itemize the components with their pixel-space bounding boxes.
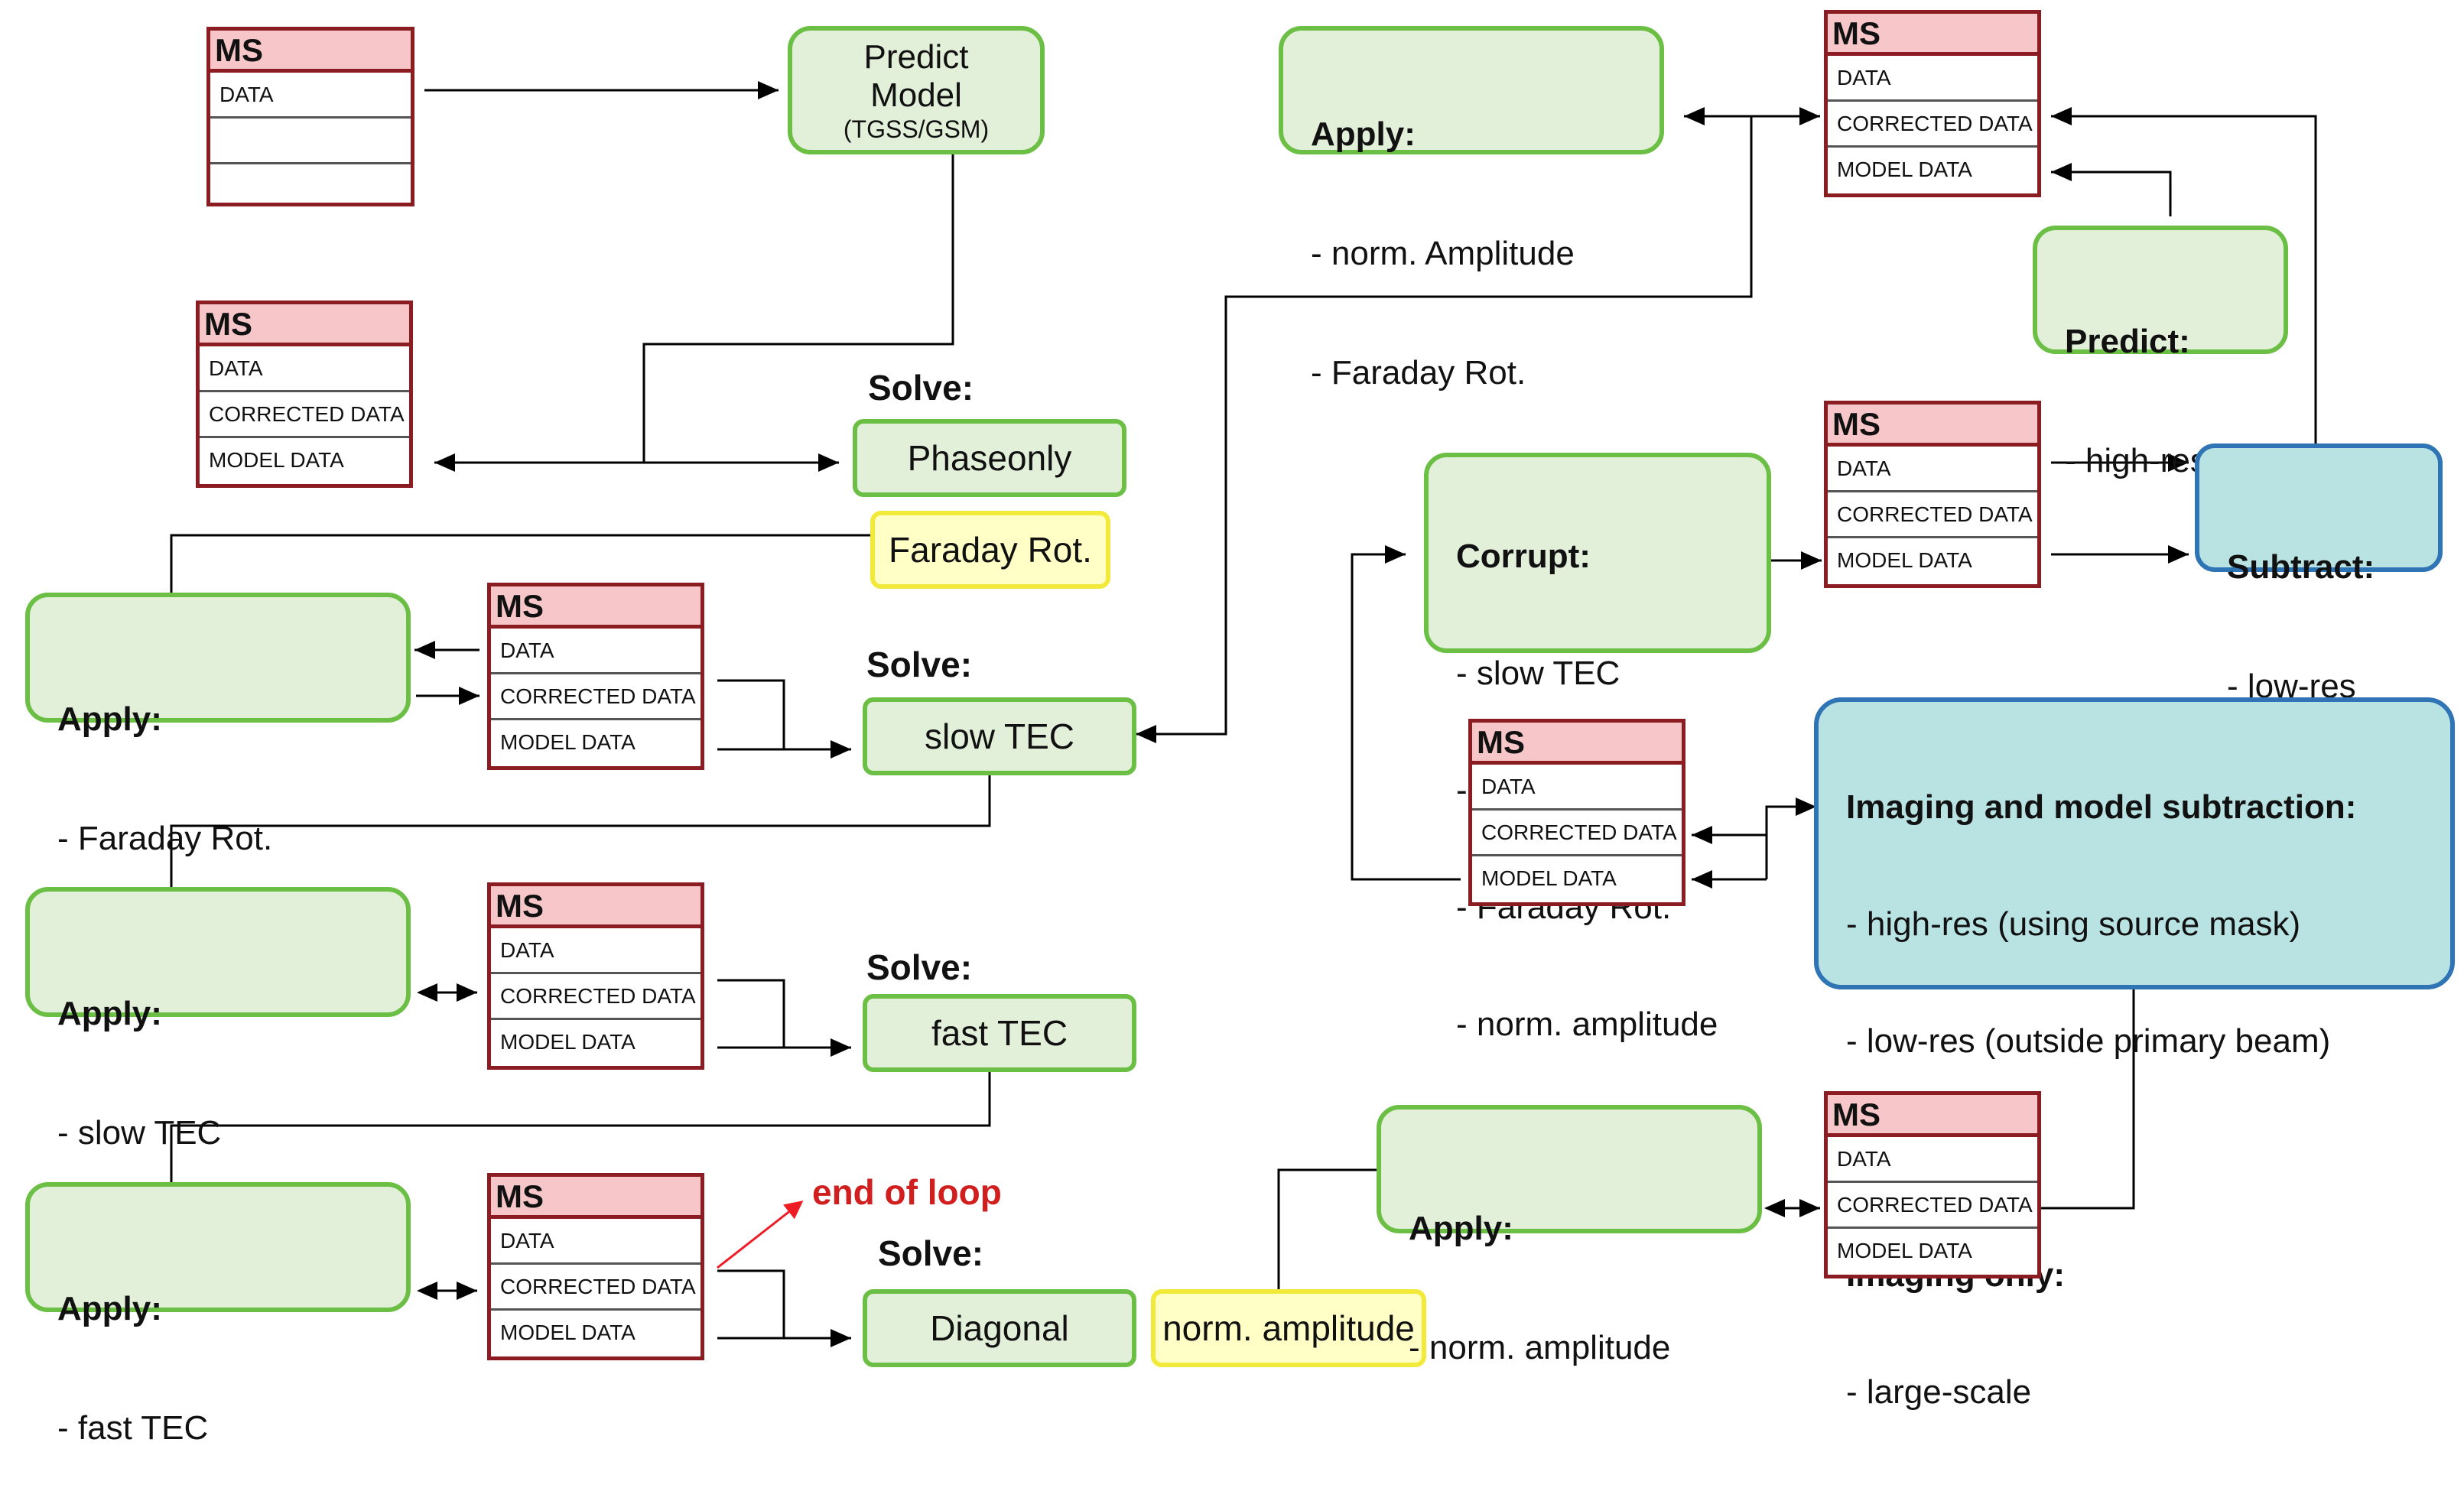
ms-row-corrected: CORRECTED DATA	[1828, 1183, 2037, 1229]
predict-highres-box: Predict: - high-res	[2033, 226, 2288, 479]
ms-title: MS	[491, 586, 701, 629]
ms-row-data: DATA	[1828, 447, 2037, 492]
ms-row-model: MODEL DATA	[500, 1030, 636, 1054]
predict-model-line1: Predict	[863, 38, 969, 76]
apply-label: Apply:	[1311, 115, 1416, 153]
ms-table-3: MS DATA CORRECTED DATA MODEL DATA	[487, 583, 704, 770]
apply-slow-tec-box: Apply: - slow TEC	[25, 887, 411, 1152]
ms-row-model: MODEL DATA	[500, 1321, 636, 1344]
ms-table-input: MS DATA	[206, 27, 414, 206]
ms-title: MS	[1472, 723, 1682, 765]
ms-table-5: MS DATA CORRECTED DATA MODEL DATA	[487, 1173, 704, 1360]
end-of-loop-label: end of loop	[812, 1172, 1002, 1212]
solve-diagonal-box: Diagonal	[863, 1289, 1136, 1367]
imaging-title: Imaging and model subtraction:	[1846, 788, 2357, 826]
ms-row-model: MODEL DATA	[1837, 1239, 1972, 1262]
ms-table-4: MS DATA CORRECTED DATA MODEL DATA	[487, 882, 704, 1070]
solve-label-diagonal: Solve:	[878, 1233, 984, 1273]
apply-faraday-line: - Faraday Rot.	[57, 820, 273, 857]
ms-row-empty	[210, 119, 411, 164]
ms-title: MS	[1828, 1095, 2037, 1137]
imaging-box: Imaging and model subtraction: - high-re…	[1814, 697, 2455, 1411]
ms-table-bottom-right: MS DATA CORRECTED DATA MODEL DATA	[1824, 1091, 2041, 1278]
ms-row-data: DATA	[491, 629, 701, 674]
predict-highres-line: - high-res	[2065, 442, 2207, 479]
imaging-line-highres: - high-res (using source mask)	[1846, 905, 2301, 943]
corrupt-line-norm-amp: - norm. amplitude	[1456, 1006, 1718, 1043]
ms-row-corrected: CORRECTED DATA	[1828, 492, 2037, 538]
apply-norm-amp-line: - norm. amplitude	[1409, 1329, 1671, 1366]
ms-title: MS	[1828, 14, 2037, 56]
connector-lines	[170, 81, 2317, 1347]
ms-table-imaging: MS DATA CORRECTED DATA MODEL DATA	[1468, 719, 1685, 906]
corrupt-title: Corrupt:	[1456, 538, 1591, 575]
solve-label-slow-tec: Solve:	[866, 645, 973, 684]
solve-fast-tec-box: fast TEC	[863, 994, 1136, 1072]
predict-model-line2: Model	[870, 76, 962, 114]
ms-row-data: DATA	[1828, 56, 2037, 102]
ms-row-corrected: CORRECTED DATA	[1472, 811, 1682, 856]
solve-slow-tec-box: slow TEC	[863, 697, 1136, 775]
ms-row-data: DATA	[491, 1219, 701, 1265]
subtract-box: Subtract: - low-res	[2195, 443, 2443, 705]
imaging-line-largescale: - large-scale	[1846, 1373, 2032, 1411]
ms-title: MS	[491, 1177, 701, 1219]
ms-title: MS	[210, 31, 411, 73]
apply-faraday-box: Apply: - Faraday Rot.	[25, 593, 411, 857]
ms-row-corrected: CORRECTED DATA	[491, 974, 701, 1020]
corrupt-line-slow-tec: - slow TEC	[1456, 655, 1620, 692]
ms-title: MS	[200, 304, 409, 346]
apply-norm-amp-box: Apply: - norm. amplitude	[1377, 1105, 1762, 1366]
predict-model-line3: (TGSS/GSM)	[843, 115, 990, 143]
apply-top-line1: - norm. Amplitude	[1311, 235, 1575, 272]
ms-row-data: DATA	[1472, 765, 1682, 811]
ms-row-data: DATA	[210, 73, 411, 119]
ms-row-corrected: CORRECTED DATA	[200, 392, 409, 438]
ms-row-model: MODEL DATA	[1837, 548, 1972, 572]
ms-table-2: MS DATA CORRECTED DATA MODEL DATA	[196, 301, 413, 488]
apply-label: Apply:	[57, 995, 162, 1032]
predict-model-box: Predict Model (TGSS/GSM)	[788, 26, 1045, 154]
ms-row-corrected: CORRECTED DATA	[491, 1265, 701, 1311]
ms-row-model: MODEL DATA	[1837, 158, 1972, 181]
subtract-title: Subtract:	[2227, 548, 2375, 586]
ms-row-model: MODEL DATA	[500, 730, 636, 754]
corrupt-box: Corrupt: - slow TEC - fast TEC - Faraday…	[1424, 453, 1771, 1043]
ms-title: MS	[491, 886, 701, 928]
constraint-norm-amplitude: norm. amplitude	[1151, 1289, 1426, 1367]
ms-row-empty	[210, 164, 411, 210]
apply-label: Apply:	[57, 1290, 162, 1327]
solve-label-fast-tec: Solve:	[866, 947, 973, 987]
ms-row-data: DATA	[200, 346, 409, 392]
apply-slow-tec-line: - slow TEC	[57, 1114, 222, 1152]
ms-table-top-right: MS DATA CORRECTED DATA MODEL DATA	[1824, 10, 2041, 197]
apply-top-line2: - Faraday Rot.	[1311, 354, 1526, 391]
constraint-faraday: Faraday Rot.	[870, 511, 1110, 589]
predict-highres-title: Predict:	[2065, 323, 2190, 360]
apply-fast-tec-line: - fast TEC	[57, 1409, 209, 1447]
ms-title: MS	[1828, 404, 2037, 447]
ms-table-corrupt: MS DATA CORRECTED DATA MODEL DATA	[1824, 401, 2041, 588]
imaging-line-lowres: - low-res (outside primary beam)	[1846, 1022, 2331, 1060]
apply-top-box: Apply: - norm. Amplitude - Faraday Rot.	[1279, 26, 1664, 391]
ms-row-data: DATA	[491, 928, 701, 974]
solve-label-phaseonly: Solve:	[868, 368, 974, 408]
ms-row-corrected: CORRECTED DATA	[491, 674, 701, 720]
apply-label: Apply:	[57, 700, 162, 738]
solve-phaseonly-box: Phaseonly	[853, 419, 1126, 497]
ms-row-model: MODEL DATA	[209, 448, 344, 472]
ms-row-corrected: CORRECTED DATA	[1828, 102, 2037, 148]
apply-label: Apply:	[1409, 1210, 1513, 1247]
ms-row-model: MODEL DATA	[1481, 866, 1617, 890]
end-of-loop-arrow	[717, 1200, 804, 1269]
apply-fast-tec-box: Apply: - fast TEC	[25, 1182, 411, 1447]
ms-row-data: DATA	[1828, 1137, 2037, 1183]
